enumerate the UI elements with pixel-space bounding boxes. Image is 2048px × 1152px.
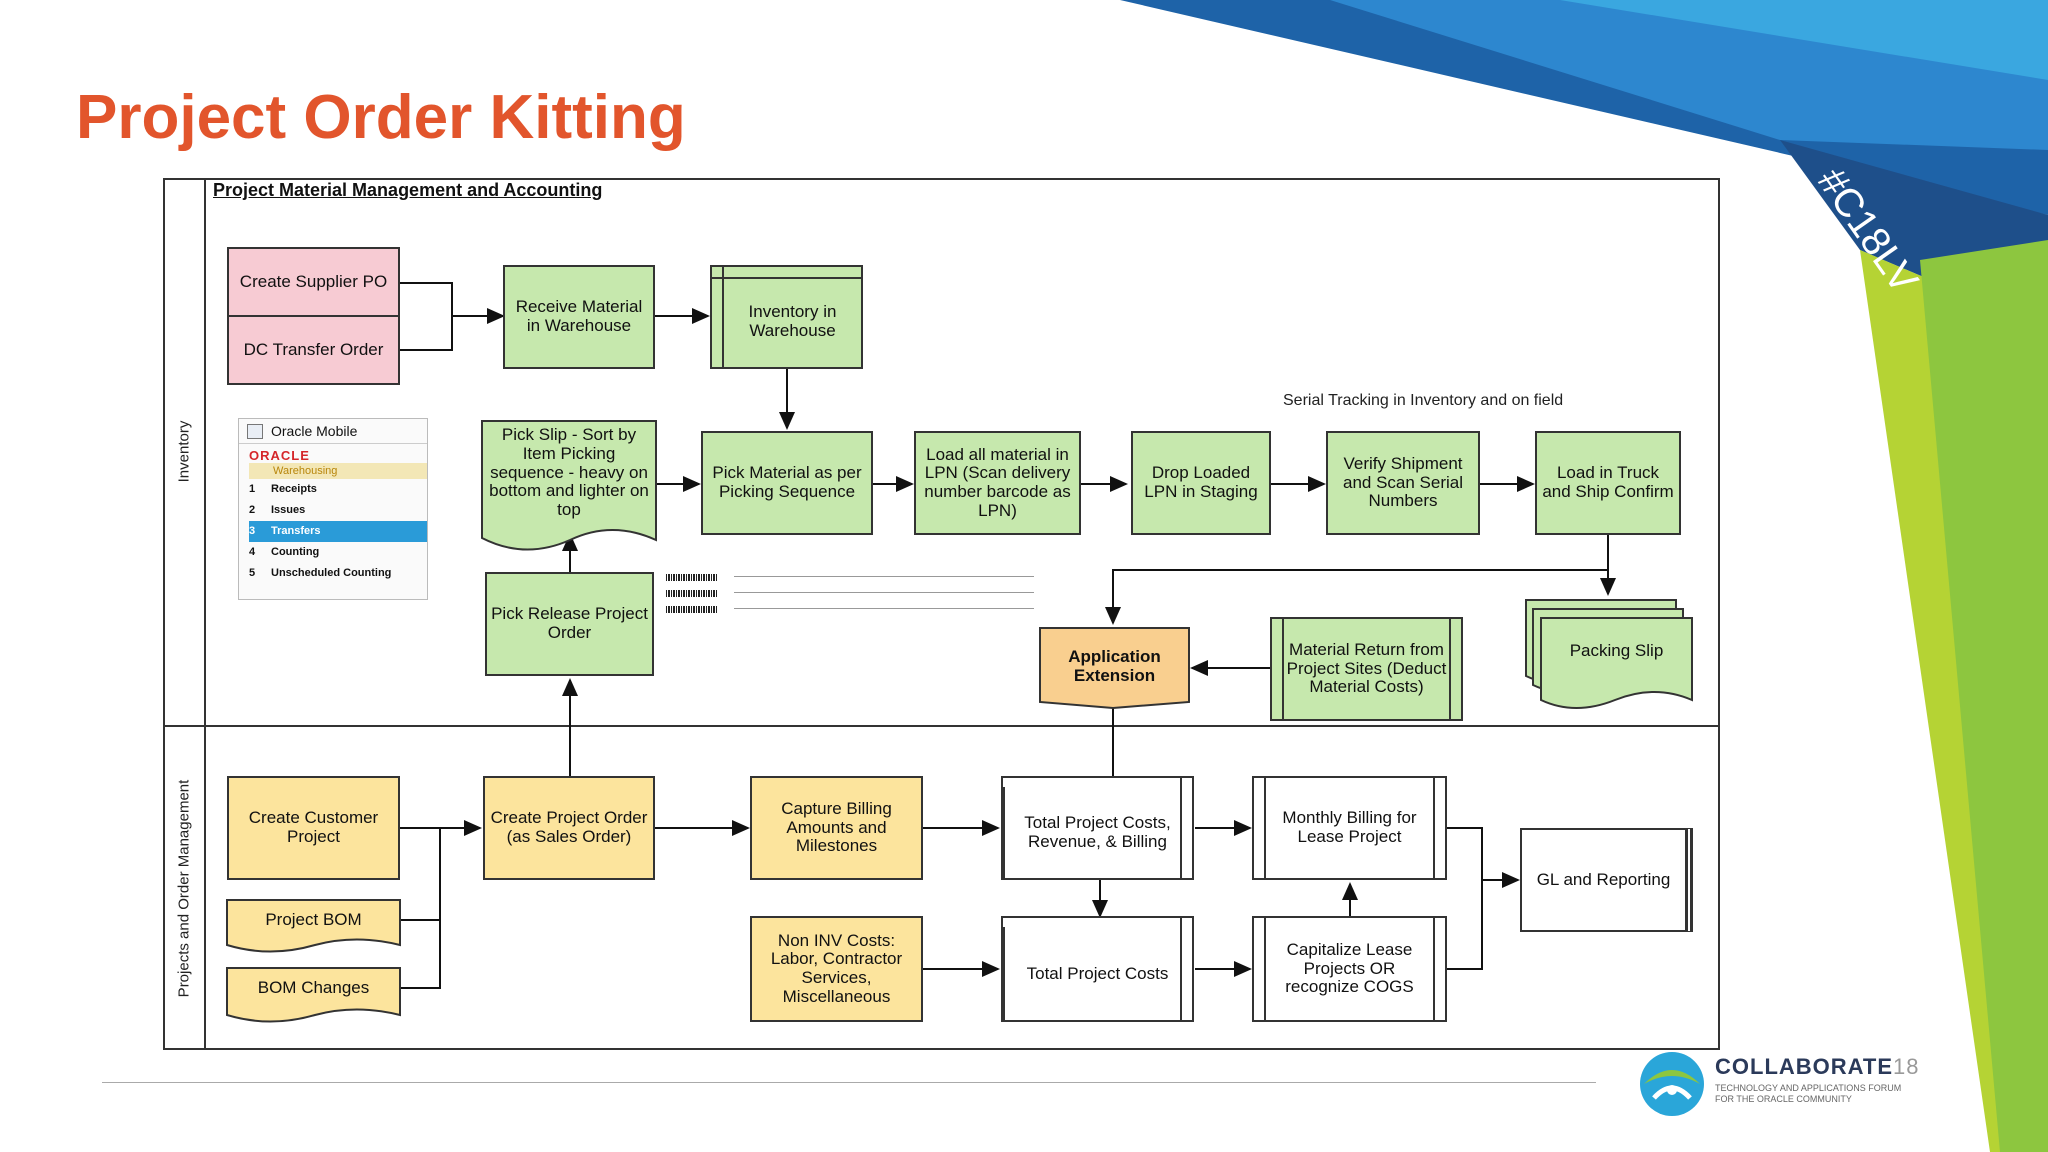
oracle-logo: ORACLE — [249, 448, 310, 463]
gl-reporting-box: GL and Reporting — [1520, 828, 1693, 932]
collaborate-logo-icon — [1640, 1052, 1704, 1116]
serial-tracking-note: Serial Tracking in Inventory and on fiel… — [1283, 392, 1564, 409]
menu-num: 3 — [249, 525, 256, 537]
menu-item-receipts[interactable]: 1 Receipts — [239, 479, 427, 500]
dc-transfer-order-box: DC Transfer Order — [227, 315, 400, 385]
oracle-mobile-panel: Oracle Mobile ORACLE Warehousing 1 Receip… — [238, 418, 428, 600]
create-supplier-po-box: Create Supplier PO — [227, 247, 400, 317]
mobile-header: Oracle Mobile — [239, 419, 427, 444]
material-return-box: Material Return from Project Sites (Dedu… — [1270, 617, 1463, 721]
menu-item-counting[interactable]: 4 Counting — [239, 542, 427, 563]
total-costs-revenue-box: Total Project Costs, Revenue, & Billing — [1001, 776, 1194, 880]
capitalize-box: Capitalize Lease Projects OR recognize C… — [1252, 916, 1447, 1022]
lane-divider — [163, 725, 1720, 727]
diagram-title: Project Material Management and Accounti… — [213, 180, 603, 200]
pick-material-box: Pick Material as per Picking Sequence — [701, 431, 873, 535]
menu-item-transfers[interactable]: 3 Transfers — [249, 521, 427, 542]
barcode-icon — [666, 574, 718, 581]
total-costs-box: Total Project Costs — [1001, 916, 1194, 1022]
project-bom-label: Project BOM — [265, 909, 362, 929]
window-icon — [247, 424, 263, 439]
bottom-rule — [102, 1082, 1596, 1083]
diagram-frame — [163, 178, 1720, 1050]
menu-num: 4 — [249, 546, 256, 558]
tagline-line-2: FOR THE ORACLE COMMUNITY — [1715, 1094, 1852, 1104]
inventory-in-warehouse-box: Inventory in Warehouse — [710, 265, 863, 369]
menu-label: Transfers — [271, 525, 321, 537]
tagline-line-1: TECHNOLOGY AND APPLICATIONS FORUM — [1715, 1083, 1902, 1093]
mobile-header-text: Oracle Mobile — [271, 423, 358, 439]
packing-slip-label: Packing Slip — [1569, 640, 1664, 660]
load-truck-box: Load in Truck and Ship Confirm — [1535, 431, 1681, 535]
doc-row — [664, 588, 1040, 600]
menu-num: 5 — [249, 567, 256, 579]
doc-row — [664, 604, 1040, 616]
menu-label: Issues — [271, 504, 306, 516]
bom-changes-label: BOM Changes — [257, 977, 370, 997]
load-lpn-box: Load all material in LPN (Scan delivery … — [914, 431, 1081, 535]
doc-row — [664, 572, 1040, 584]
verify-shipment-box: Verify Shipment and Scan Serial Numbers — [1326, 431, 1480, 535]
barcode-icon — [666, 606, 718, 613]
create-customer-project-box: Create Customer Project — [227, 776, 400, 880]
menu-label: Receipts — [271, 483, 317, 495]
capture-billing-box: Capture Billing Amounts and Milestones — [750, 776, 923, 880]
drop-loaded-box: Drop Loaded LPN in Staging — [1131, 431, 1271, 535]
collaborate-brand: COLLABORATE18 — [1715, 1054, 1920, 1080]
mobile-subtitle: Warehousing — [249, 463, 427, 479]
barcode-icon — [666, 590, 718, 597]
menu-num: 1 — [249, 483, 256, 495]
create-project-order-box: Create Project Order (as Sales Order) — [483, 776, 655, 880]
menu-num: 2 — [249, 504, 256, 516]
menu-label: Unscheduled Counting — [271, 567, 392, 579]
menu-item-issues[interactable]: 2 Issues — [239, 500, 427, 521]
monthly-billing-box: Monthly Billing for Lease Project — [1252, 776, 1447, 880]
pick-slip-label: Pick Slip - Sort by Item Picking sequenc… — [489, 425, 649, 520]
page-title: Project Order Kitting — [76, 83, 686, 152]
receive-material-box: Receive Material in Warehouse — [503, 265, 655, 369]
menu-label: Counting — [271, 546, 320, 558]
application-extension-label: Application Extension — [1068, 647, 1161, 685]
brand-text: COLLABORATE — [1715, 1054, 1894, 1079]
menu-item-unscheduled-counting[interactable]: 5 Unscheduled Counting — [239, 563, 427, 584]
non-inv-costs-box: Non INV Costs: Labor, Contractor Service… — [750, 916, 923, 1022]
lane-label-divider — [204, 178, 206, 1050]
brand-number: 18 — [1893, 1054, 1920, 1079]
pick-release-box: Pick Release Project Order — [485, 572, 654, 676]
document-thumbnail — [664, 570, 1040, 620]
